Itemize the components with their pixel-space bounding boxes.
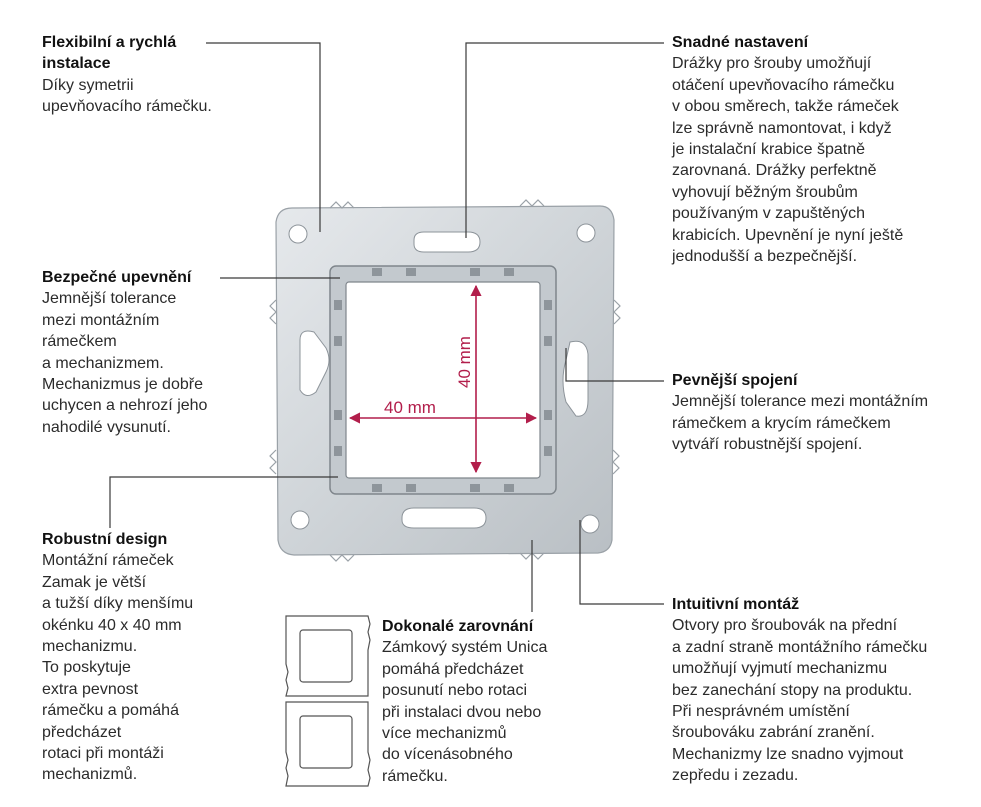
callout-easy-setting: Snadné nastavení Drážky pro šrouby umožň… xyxy=(672,32,972,267)
callout-alignment: Dokonalé zarovnání Zámkový systém Unica … xyxy=(382,616,582,787)
callout-robust: Robustní design Montážní rámeček Zamak j… xyxy=(42,529,242,786)
callout-alignment-body: Zámkový systém Unica pomáhá předcházet p… xyxy=(382,639,548,785)
locking-clips xyxy=(334,268,552,492)
callout-intuitive-body: Otvory pro šroubovák na přední a zadní s… xyxy=(672,617,928,785)
callout-stronger-join: Pevnější spojení Jemnější tolerance mezi… xyxy=(672,370,972,456)
leader-intuitive xyxy=(579,520,664,605)
corner-hole-br xyxy=(580,514,600,534)
callout-flexible-title: Flexibilní a rychlá instalace xyxy=(42,34,177,73)
leader-flexible xyxy=(206,42,321,232)
leader-robust xyxy=(109,476,338,528)
height-dimension-label: 40 mm xyxy=(455,336,474,388)
corner-hole-tl xyxy=(288,224,308,244)
screw-slot-right xyxy=(562,340,589,417)
leader-stronger-join xyxy=(565,348,664,382)
corner-hole-bl xyxy=(290,510,310,530)
callout-flexible-body: Díky symetrii upevňovacího rámečku. xyxy=(42,76,212,116)
corner-hole-tr xyxy=(576,223,596,243)
screw-slot-bottom xyxy=(401,507,487,529)
width-dimension-label: 40 mm xyxy=(384,398,436,417)
callout-intuitive: Intuitivní montáž Otvory pro šroubovák n… xyxy=(672,594,972,787)
callout-secure-mount: Bezpečné upevnění Jemnější tolerance mez… xyxy=(42,267,242,438)
callout-easy-setting-title: Snadné nastavení xyxy=(672,34,809,51)
leader-lines xyxy=(109,42,664,612)
mounting-frame xyxy=(269,199,621,562)
callout-flexible: Flexibilní a rychlá instalace Díky symet… xyxy=(42,32,212,118)
callout-secure-mount-title: Bezpečné upevnění xyxy=(42,269,192,286)
callout-easy-setting-body: Drážky pro šrouby umožňují otáčení upevň… xyxy=(672,55,904,266)
sketch-window-top xyxy=(299,629,353,683)
sketch-frame-top xyxy=(285,615,371,697)
callout-robust-body: Montážní rámeček Zamak je větší a tužší … xyxy=(42,552,194,784)
double-frame-sketch xyxy=(285,615,371,787)
callout-robust-title: Robustní design xyxy=(42,531,168,548)
sketch-frame-bottom xyxy=(285,701,371,787)
leader-easy-setting xyxy=(465,42,664,238)
sketch-window-bottom xyxy=(299,715,353,769)
callout-stronger-join-body: Jemnější tolerance mezi montážním rámečk… xyxy=(672,393,929,454)
callout-stronger-join-title: Pevnější spojení xyxy=(672,372,798,389)
callout-intuitive-title: Intuitivní montáž xyxy=(672,596,800,613)
screw-slot-left xyxy=(299,330,330,396)
mechanism-window xyxy=(345,281,541,479)
callout-alignment-title: Dokonalé zarovnání xyxy=(382,618,534,635)
callout-secure-mount-body: Jemnější tolerance mezi montážním rámečk… xyxy=(42,290,208,436)
screw-slot-top xyxy=(413,231,481,253)
